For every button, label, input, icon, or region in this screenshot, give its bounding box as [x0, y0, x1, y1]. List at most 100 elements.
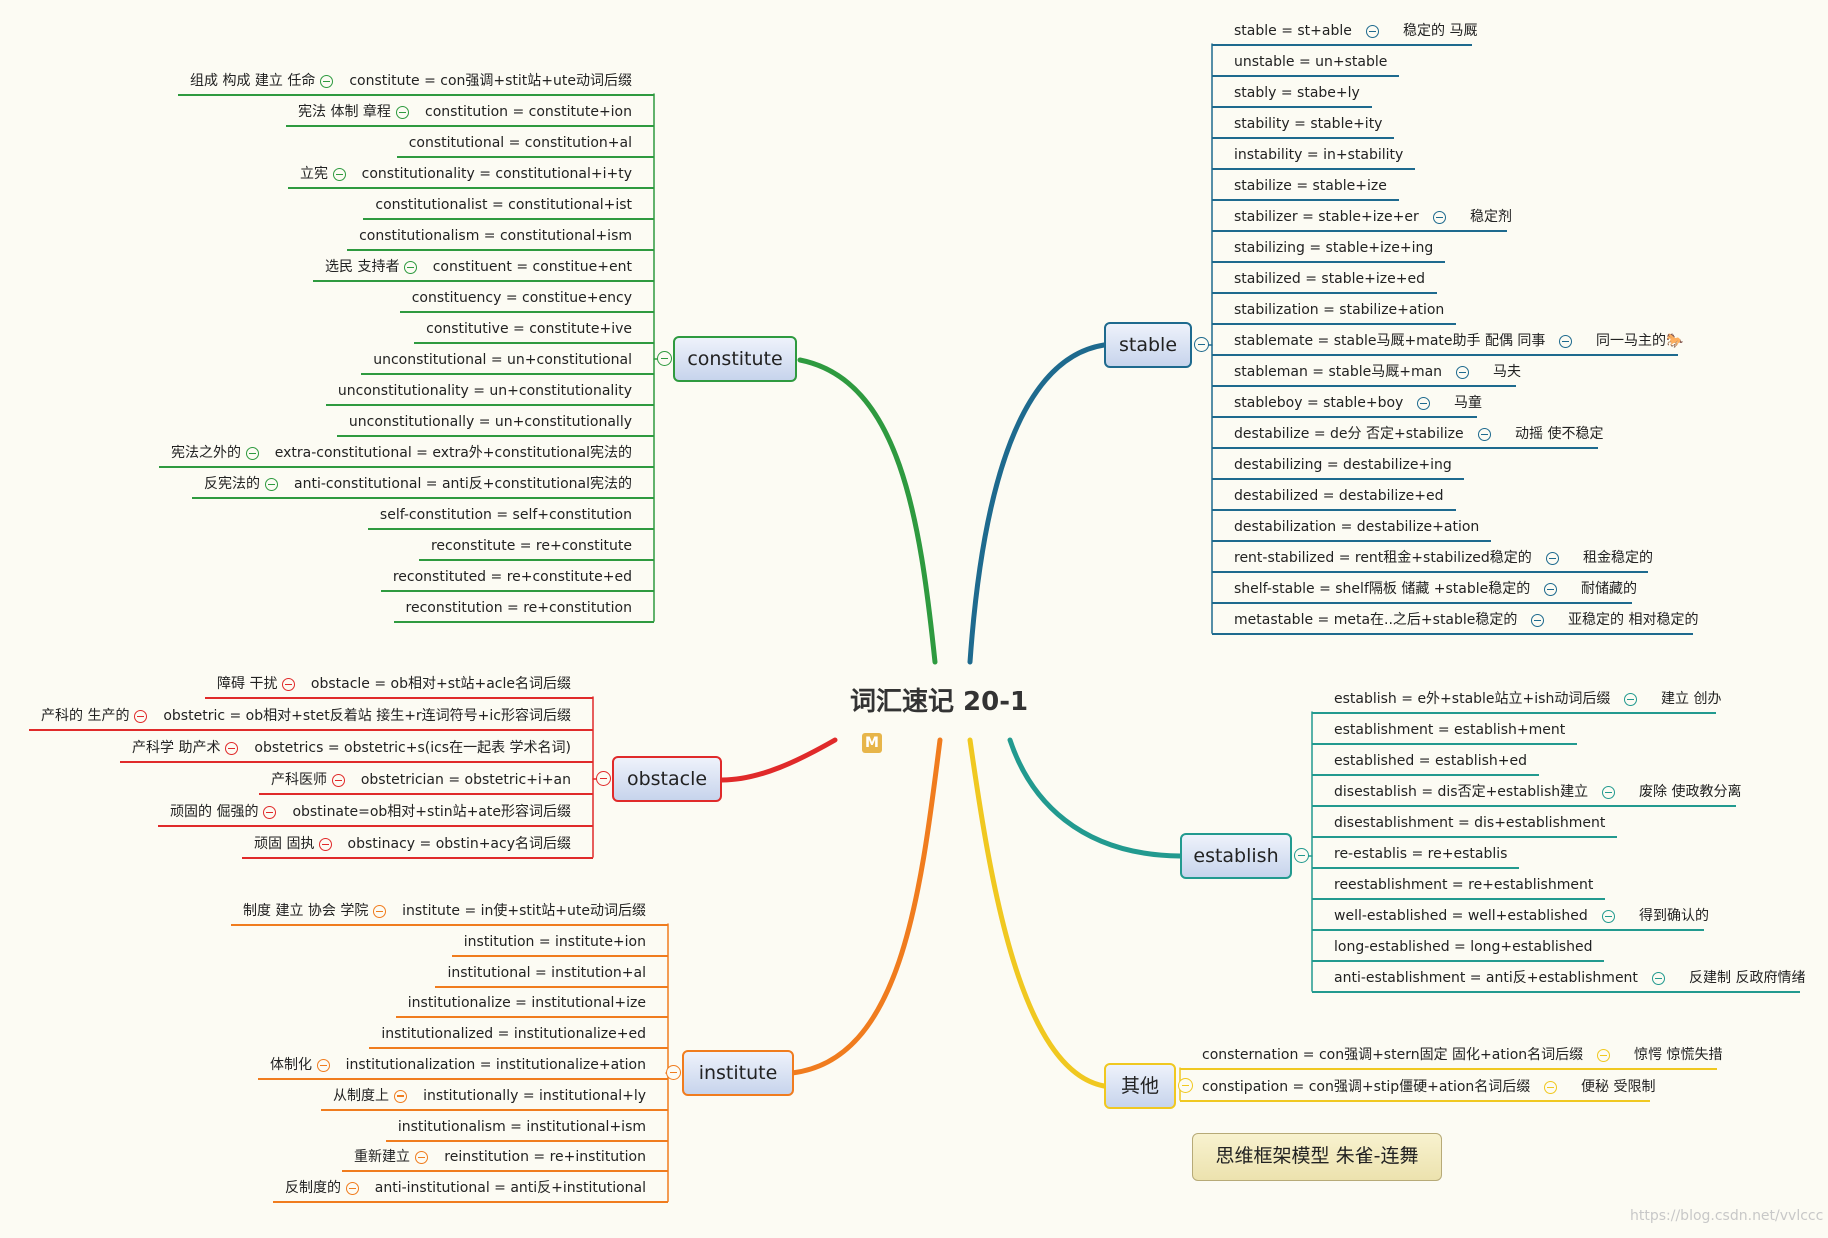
leaf-topic[interactable]: reestablishment = re+establishment	[1312, 872, 1605, 900]
collapse-toggle-icon[interactable]	[415, 1151, 428, 1165]
leaf-topic[interactable]: destabilized = destabilize+ed	[1212, 483, 1456, 511]
leaf-topic[interactable]: consternation = con强调+stern固定 固化+ation名词…	[1180, 1042, 1722, 1070]
leaf-topic[interactable]: constipation = con强调+stip僵硬+ation名词后缀便秘 …	[1180, 1074, 1655, 1102]
leaf-topic[interactable]: institutionalization = institutionalize+…	[258, 1052, 668, 1080]
branch-topic-establish[interactable]: establish	[1180, 833, 1292, 879]
leaf-topic[interactable]: reconstituted = re+constitute+ed	[381, 564, 654, 592]
collapse-toggle-icon[interactable]	[134, 710, 147, 723]
leaf-topic[interactable]: unconstitutionally = un+constitutionally	[337, 409, 654, 437]
collapse-toggle-icon[interactable]	[373, 905, 386, 918]
leaf-topic[interactable]: institutionalism = institutional+ism	[386, 1114, 668, 1142]
leaf-topic[interactable]: constitutionalism = constitutional+ism	[347, 223, 654, 251]
leaf-topic[interactable]: obstetrics = obstetric+s(ics在一起表 学术名词)产科…	[120, 735, 593, 763]
collapse-toggle-icon[interactable]	[1546, 552, 1559, 565]
leaf-topic[interactable]: constituency = constitue+ency	[400, 285, 654, 313]
leaf-topic[interactable]: self-constitution = self+constitution	[368, 502, 654, 530]
collapse-toggle-icon[interactable]	[1294, 848, 1309, 863]
leaf-topic[interactable]: establish = e外+stable站立+ish动词后缀建立 创办	[1312, 686, 1721, 714]
collapse-toggle-icon[interactable]	[1531, 614, 1544, 627]
collapse-toggle-icon[interactable]	[1194, 337, 1209, 352]
central-topic[interactable]: 词汇速记 20-1M	[850, 682, 1050, 753]
leaf-topic[interactable]: rent-stabilized = rent租金+stabilized稳定的租金…	[1212, 545, 1653, 573]
collapse-toggle-icon[interactable]	[263, 806, 276, 819]
collapse-toggle-icon[interactable]	[225, 742, 238, 755]
leaf-topic[interactable]: stablemate = stable马厩+mate助手 配偶 同事同一马主的🐎	[1212, 328, 1683, 356]
collapse-toggle-icon[interactable]	[404, 261, 417, 274]
collapse-toggle-icon[interactable]	[666, 1065, 681, 1080]
branch-topic-other[interactable]: 其他	[1104, 1063, 1176, 1109]
leaf-topic[interactable]: institutional = institution+al	[435, 960, 668, 988]
leaf-topic[interactable]: establishment = establish+ment	[1312, 717, 1577, 745]
leaf-topic[interactable]: destabilizing = destabilize+ing	[1212, 452, 1464, 480]
leaf-topic[interactable]: institutionalized = institutionalize+ed	[369, 1021, 668, 1050]
branch-topic-stable[interactable]: stable	[1104, 322, 1192, 368]
collapse-toggle-icon[interactable]	[1624, 693, 1637, 706]
leaf-topic[interactable]: disestablish = dis否定+establish建立废除 使政教分离	[1312, 779, 1741, 807]
leaf-topic[interactable]: unstable = un+stable	[1212, 49, 1399, 77]
collapse-toggle-icon[interactable]	[1602, 786, 1615, 799]
branch-topic-institute[interactable]: institute	[682, 1050, 794, 1096]
collapse-toggle-icon[interactable]	[1544, 1081, 1557, 1094]
collapse-toggle-icon[interactable]	[1597, 1049, 1610, 1062]
collapse-toggle-icon[interactable]	[1652, 972, 1665, 985]
leaf-topic[interactable]: anti-institutional = anti反+institutional…	[273, 1175, 668, 1204]
leaf-topic[interactable]: institution = institute+ion	[452, 929, 668, 957]
branch-topic-constitute[interactable]: constitute	[673, 336, 797, 382]
branch-topic-obstacle[interactable]: obstacle	[612, 756, 722, 802]
collapse-toggle-icon[interactable]	[394, 1089, 407, 1103]
leaf-topic[interactable]: shelf-stable = shelf隔板 储藏 +stable稳定的耐储藏的	[1212, 576, 1637, 604]
collapse-toggle-icon[interactable]	[282, 678, 295, 691]
collapse-toggle-icon[interactable]	[1478, 428, 1491, 441]
collapse-toggle-icon[interactable]	[319, 838, 332, 851]
leaf-topic[interactable]: institutionalize = institutional+ize	[396, 990, 668, 1019]
leaf-topic[interactable]: stably = stabe+ly	[1212, 80, 1372, 108]
leaf-topic[interactable]: anti-establishment = anti反+establishment…	[1312, 965, 1805, 993]
leaf-topic[interactable]: unconstitutional = un+constitutional	[361, 347, 654, 375]
leaf-topic[interactable]: constitutive = constitute+ive	[414, 316, 654, 344]
collapse-toggle-icon[interactable]	[596, 771, 611, 786]
collapse-toggle-icon[interactable]	[657, 351, 672, 366]
leaf-topic[interactable]: stability = stable+ity	[1212, 111, 1394, 139]
collapse-toggle-icon[interactable]	[332, 774, 345, 787]
collapse-toggle-icon[interactable]	[1456, 366, 1469, 379]
leaf-topic[interactable]: obstacle = ob相对+st站+acle名词后缀障碍 干扰	[205, 671, 593, 699]
collapse-toggle-icon[interactable]	[1559, 335, 1572, 348]
leaf-topic[interactable]: constitutional = constitution+al	[397, 130, 654, 158]
collapse-toggle-icon[interactable]	[333, 168, 346, 181]
leaf-topic[interactable]: obstinacy = obstin+acy名词后缀顽固 固执	[242, 831, 593, 859]
collapse-toggle-icon[interactable]	[317, 1059, 330, 1072]
collapse-toggle-icon[interactable]	[246, 447, 259, 460]
leaf-topic[interactable]: stabilize = stable+ize	[1212, 173, 1399, 201]
collapse-toggle-icon[interactable]	[1602, 910, 1615, 923]
collapse-toggle-icon[interactable]	[1544, 583, 1557, 596]
leaf-topic[interactable]: established = establish+ed	[1312, 748, 1539, 776]
collapse-toggle-icon[interactable]	[320, 75, 333, 88]
collapse-toggle-icon[interactable]	[1178, 1078, 1193, 1093]
leaf-topic[interactable]: destabilization = destabilize+ation	[1212, 514, 1491, 542]
leaf-topic[interactable]: stabilization = stabilize+ation	[1212, 297, 1456, 325]
leaf-topic[interactable]: constitutionalist = constitutional+ist	[363, 192, 654, 220]
leaf-topic[interactable]: instability = in+stability	[1212, 142, 1415, 170]
leaf-topic[interactable]: obstinate=ob相对+stin站+ate形容词后缀顽固的 倔强的	[158, 799, 593, 827]
floating-topic-footer[interactable]: 思维框架模型 朱雀-连舞	[1192, 1133, 1442, 1181]
leaf-topic[interactable]: stabilized = stable+ize+ed	[1212, 266, 1437, 294]
collapse-toggle-icon[interactable]	[265, 478, 278, 491]
collapse-toggle-icon[interactable]	[1366, 25, 1379, 38]
leaf-topic[interactable]: stabilizing = stable+ize+ing	[1212, 235, 1445, 263]
leaf-topic[interactable]: disestablishment = dis+establishment	[1312, 810, 1617, 838]
collapse-toggle-icon[interactable]	[1433, 211, 1446, 224]
leaf-topic[interactable]: extra-constitutional = extra外+constituti…	[159, 440, 654, 468]
leaf-topic[interactable]: re-establis = re+establis	[1312, 841, 1519, 869]
